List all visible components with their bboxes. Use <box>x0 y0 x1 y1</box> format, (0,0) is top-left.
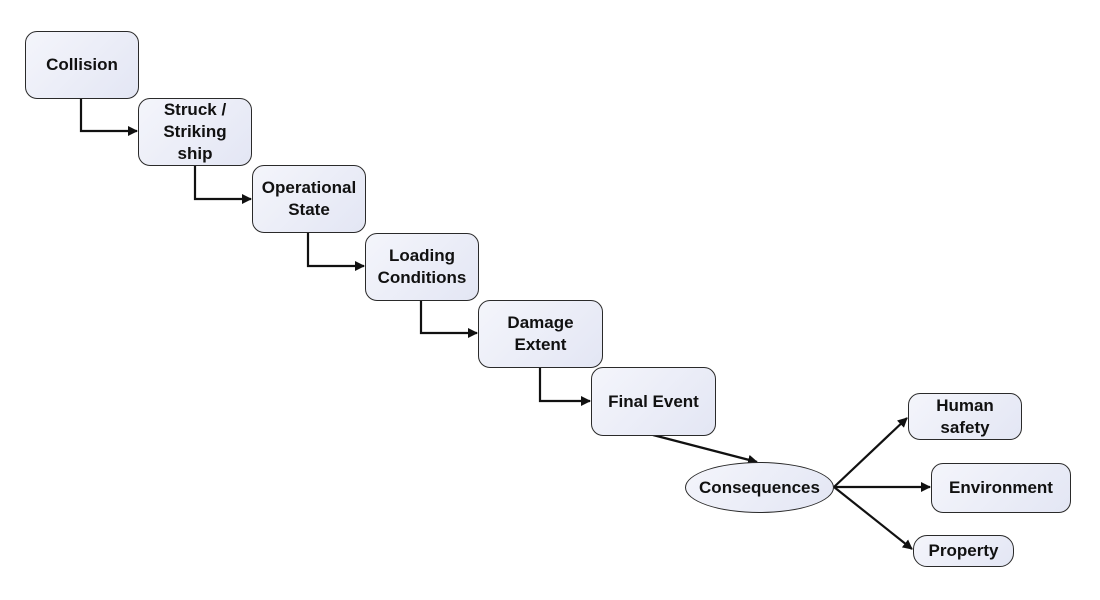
node-loading-conditions: Loading Conditions <box>365 233 479 301</box>
node-collision: Collision <box>25 31 139 99</box>
edge-final-event-to-consequences <box>652 433 758 465</box>
node-struck-striking-ship: Struck / Striking ship <box>138 98 252 166</box>
edge-operational-state-to-loading-conditions <box>306 232 365 271</box>
node-environment: Environment <box>931 463 1071 513</box>
node-final-event: Final Event <box>591 367 716 436</box>
edge-consequences-to-human-safety <box>833 417 908 488</box>
edge-consequences-to-property <box>833 486 913 550</box>
edge-collision-to-struck-striking-ship <box>79 98 138 136</box>
node-damage-extent: Damage Extent <box>478 300 603 368</box>
node-human-safety: Human safety <box>908 393 1022 440</box>
node-operational-state: Operational State <box>252 165 366 233</box>
edge-damage-extent-to-final-event <box>538 367 591 406</box>
node-consequences: Consequences <box>685 462 834 513</box>
node-property: Property <box>913 535 1014 567</box>
edge-loading-conditions-to-damage-extent <box>419 300 478 338</box>
edge-struck-striking-ship-to-operational-state <box>193 165 252 204</box>
